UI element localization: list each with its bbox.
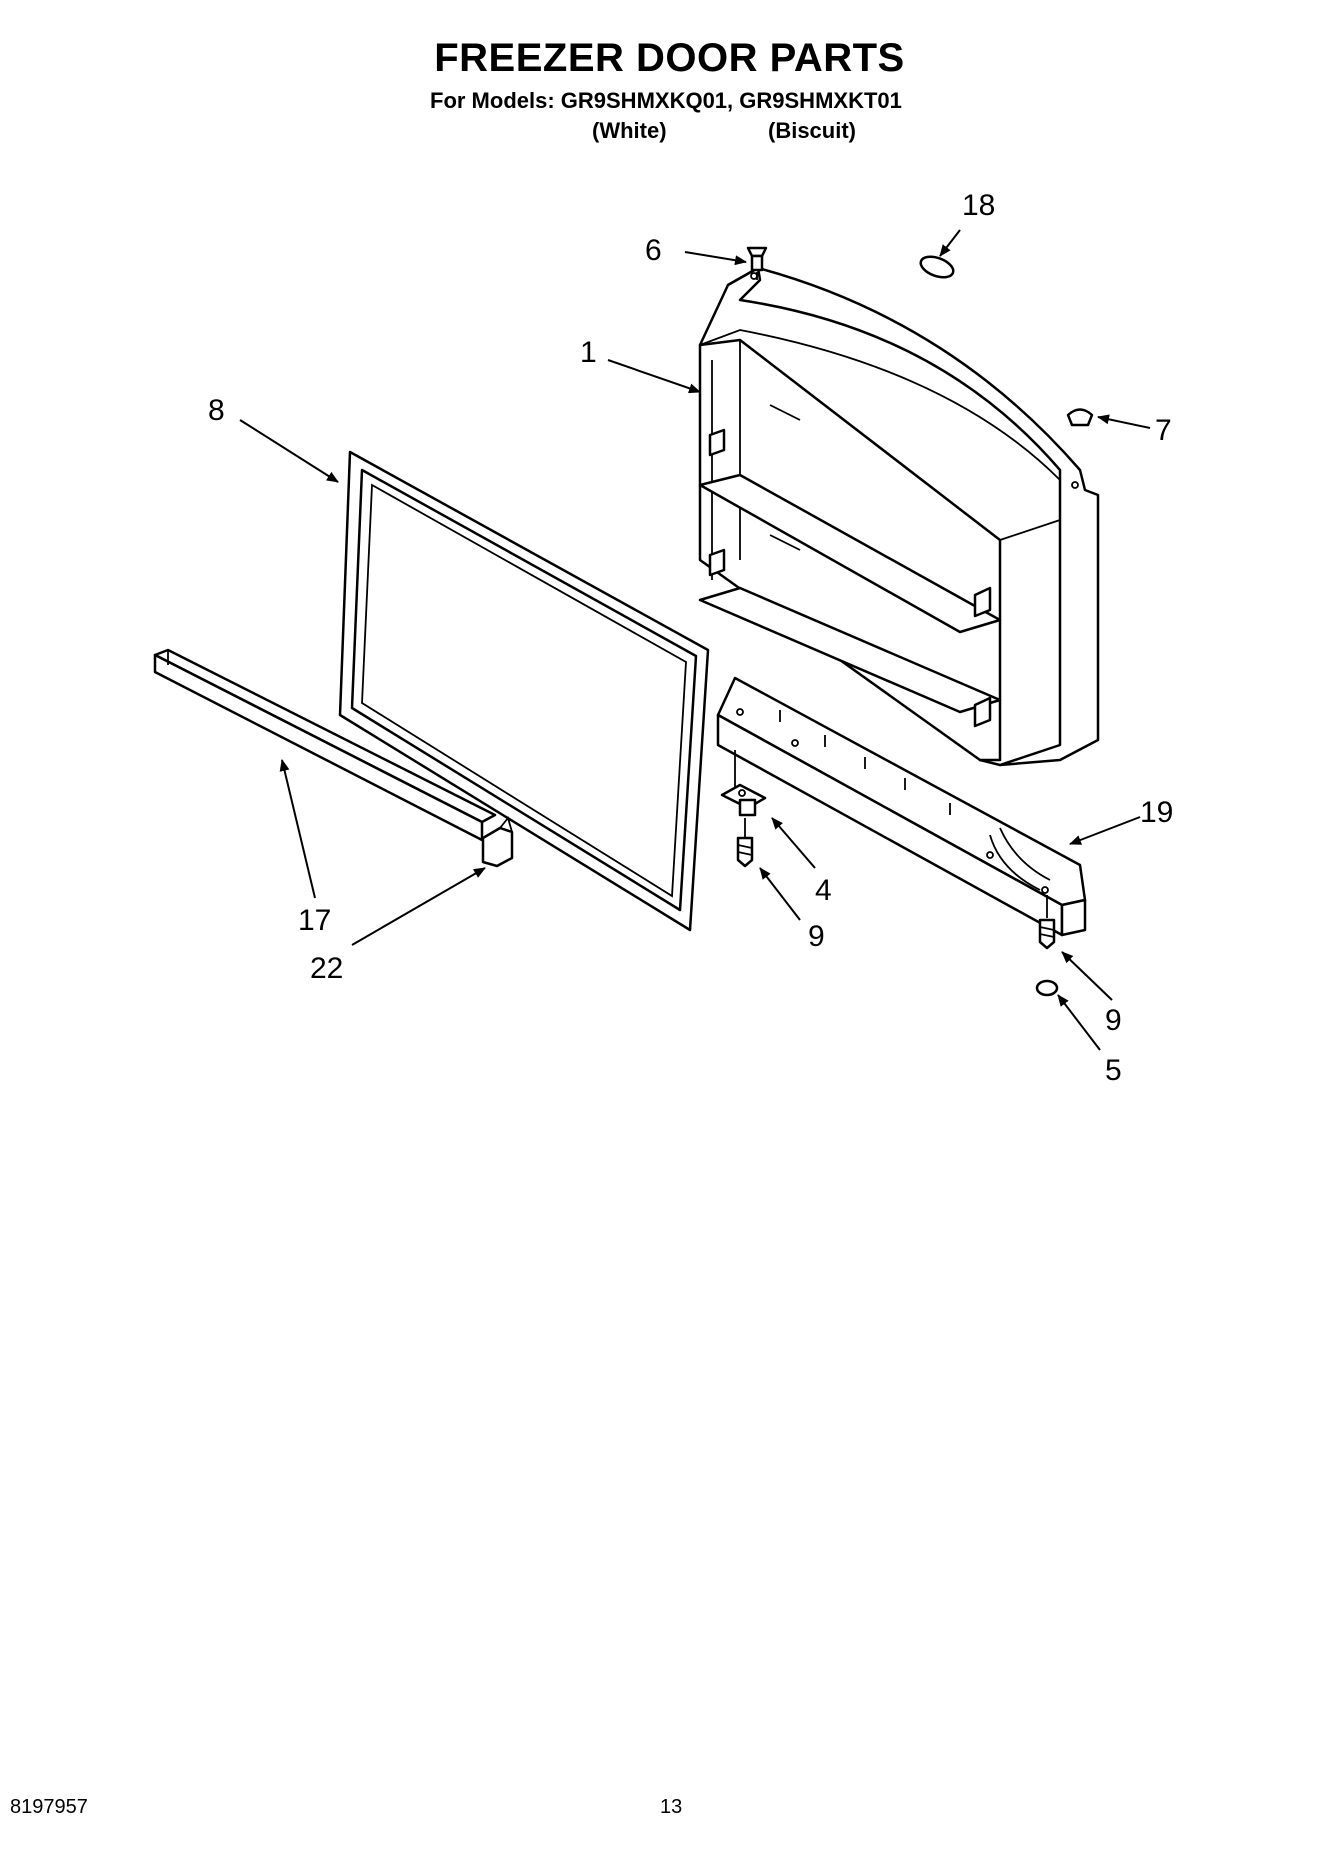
stop-screw-part xyxy=(746,246,768,280)
callout-5: 5 xyxy=(1105,1054,1122,1087)
leader-5 xyxy=(1057,994,1101,1051)
models-line: For Models: GR9SHMXKQ01, GR9SHMXKT01 xyxy=(430,88,902,113)
callout-18: 18 xyxy=(962,189,995,222)
callout-4: 4 xyxy=(815,874,832,907)
leader-18 xyxy=(939,229,961,257)
disc-part xyxy=(919,255,955,279)
washer-part xyxy=(1035,979,1059,997)
door-liner-part xyxy=(698,266,1100,767)
callout-1: 1 xyxy=(580,336,597,369)
page-title: FREEZER DOOR PARTS xyxy=(434,36,905,80)
plug-part xyxy=(1066,408,1094,427)
variant-biscuit-label: (Biscuit) xyxy=(768,118,856,143)
leader-19 xyxy=(1069,816,1141,845)
leader-9-left xyxy=(759,867,801,921)
leader-9-right xyxy=(1061,951,1113,1001)
document-number: 8197957 xyxy=(10,1796,88,1818)
callout-8: 8 xyxy=(208,394,225,427)
callout-9-left: 9 xyxy=(808,920,825,953)
end-cap-part xyxy=(481,816,514,868)
leader-4 xyxy=(771,817,816,869)
leader-6 xyxy=(684,251,747,266)
screw-part xyxy=(736,818,754,868)
callout-22: 22 xyxy=(310,952,343,985)
callout-7: 7 xyxy=(1155,414,1172,447)
leader-17 xyxy=(279,759,316,899)
leader-8 xyxy=(239,419,339,483)
door-gasket-part xyxy=(338,450,710,932)
bottom-trim-part xyxy=(716,676,1087,937)
screw-part xyxy=(1038,895,1056,950)
callout-19: 19 xyxy=(1140,796,1173,829)
callout-17: 17 xyxy=(298,904,331,937)
callout-6: 6 xyxy=(645,234,662,267)
leader-1 xyxy=(607,359,701,394)
leader-22 xyxy=(351,867,486,946)
variant-white-label: (White) xyxy=(592,118,667,143)
hinge-bracket-part xyxy=(720,750,767,817)
callout-9-right: 9 xyxy=(1105,1004,1122,1037)
leader-7 xyxy=(1097,414,1151,429)
page-number: 13 xyxy=(660,1796,683,1818)
